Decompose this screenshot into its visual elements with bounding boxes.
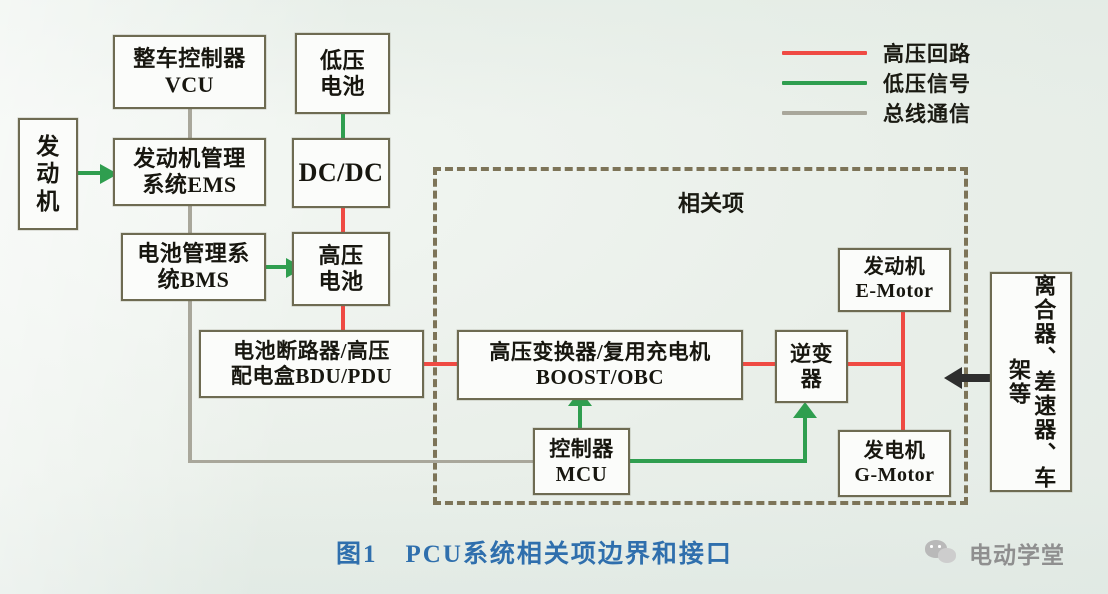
figure-caption-number: 图1 <box>336 541 378 568</box>
hv-line-inverter-motorbus <box>846 362 905 366</box>
legend-label-high-voltage: 高压回路 <box>883 42 971 66</box>
node-mcu[interactable]: 控制器 MCU <box>533 428 630 495</box>
arrow-driveline-mechanical <box>944 367 962 389</box>
lv-line-bms-hvbattery <box>265 265 290 269</box>
node-driveline[interactable]: 离合器、差速器、车架等 <box>990 272 1072 492</box>
bus-line-to-mcu <box>188 460 535 463</box>
node-bdu-pdu[interactable]: 电池断路器/高压 配电盒BDU/PDU <box>199 330 424 398</box>
node-engine-label: 发 动 机 <box>36 134 60 214</box>
watermark-text: 电动学堂 <box>969 543 1065 568</box>
node-bms-label: 电池管理系 统BMS <box>137 241 250 292</box>
hv-line-bdu-boost <box>423 362 458 366</box>
red-line-swatch <box>782 51 867 55</box>
lv-line-mcu-up-inverter <box>803 416 807 461</box>
node-bms[interactable]: 电池管理系 统BMS <box>121 233 266 301</box>
node-lv-battery-label: 低压 电池 <box>319 47 365 99</box>
node-bdu-pdu-label: 电池断路器/高压 配电盒BDU/PDU <box>230 339 393 388</box>
hv-line-dcdc-hvbattery <box>341 207 345 233</box>
node-dcdc-label: DC/DC <box>298 157 384 187</box>
figure-caption: 图1 PCU系统相关项边界和接口 <box>336 534 733 570</box>
watermark: 电动学堂 <box>925 536 1065 570</box>
node-e-motor[interactable]: 发动机 E-Motor <box>838 248 951 312</box>
lv-line-battery-dcdc <box>341 113 345 138</box>
node-boost-obc-label: 高压变换器/复用充电机 BOOST/OBC <box>489 340 711 389</box>
node-ems-label: 发动机管理 系统EMS <box>133 146 246 197</box>
node-inverter-label: 逆变 器 <box>790 341 833 391</box>
legend-item-bus: 总线通信 <box>782 98 971 128</box>
legend-label-low-voltage: 低压信号 <box>883 72 971 96</box>
lv-line-engine-ems <box>78 171 103 175</box>
hv-line-hvbattery-bdu <box>341 305 345 332</box>
mechanical-link-driveline <box>956 374 992 382</box>
node-lv-battery[interactable]: 低压 电池 <box>295 33 390 114</box>
node-g-motor-label: 发电机 G-Motor <box>854 439 935 486</box>
node-hv-battery[interactable]: 高压 电池 <box>292 232 390 306</box>
legend-item-low-voltage: 低压信号 <box>782 68 971 98</box>
legend-item-high-voltage: 高压回路 <box>782 38 971 68</box>
node-inverter[interactable]: 逆变 器 <box>775 330 848 403</box>
wechat-icon <box>925 540 959 566</box>
node-driveline-label: 离合器、差速器、车架等 <box>1006 274 1057 490</box>
lv-line-mcu-right <box>629 459 807 463</box>
green-line-swatch <box>782 81 867 85</box>
bus-line-ems-bms <box>188 205 192 234</box>
arrow-engine-to-ems <box>100 164 118 184</box>
bus-line-vcu-ems <box>188 108 192 139</box>
figure-caption-text: PCU系统相关项边界和接口 <box>405 541 733 568</box>
legend-label-bus: 总线通信 <box>883 102 971 126</box>
bus-line-bms-down <box>188 300 192 462</box>
arrow-mcu-to-inverter <box>793 402 817 418</box>
node-hv-battery-label: 高压 电池 <box>318 243 364 294</box>
hv-line-boost-inverter <box>742 362 777 366</box>
node-e-motor-label: 发动机 E-Motor <box>855 256 934 302</box>
node-engine[interactable]: 发 动 机 <box>18 118 78 230</box>
node-g-motor[interactable]: 发电机 G-Motor <box>838 430 951 497</box>
hv-line-motor-bus <box>901 311 905 431</box>
boundary-label: 相关项 <box>678 191 745 216</box>
node-mcu-label: 控制器 MCU <box>549 436 614 486</box>
lv-line-mcu-up-boost <box>578 404 582 430</box>
node-boost-obc[interactable]: 高压变换器/复用充电机 BOOST/OBC <box>457 330 743 400</box>
node-vcu[interactable]: 整车控制器 VCU <box>113 35 266 109</box>
gray-line-swatch <box>782 111 867 115</box>
boundary-related-items <box>433 167 968 505</box>
legend: 高压回路 低压信号 总线通信 <box>782 38 971 128</box>
node-vcu-label: 整车控制器 VCU <box>133 46 246 97</box>
node-ems[interactable]: 发动机管理 系统EMS <box>113 138 266 206</box>
node-dcdc[interactable]: DC/DC <box>292 138 390 208</box>
